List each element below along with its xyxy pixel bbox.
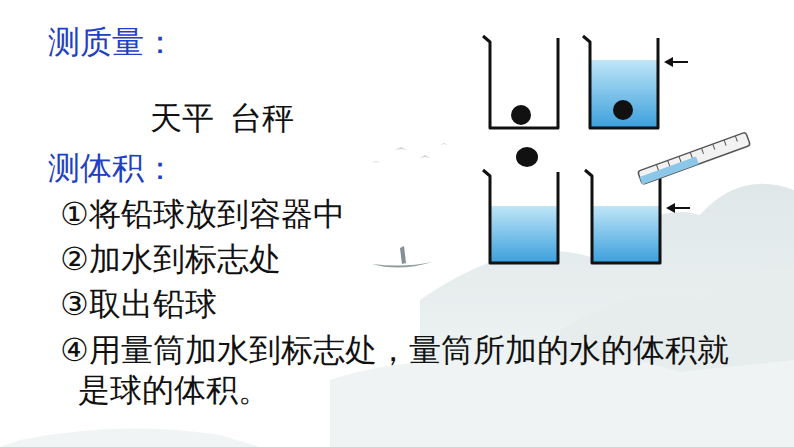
beaker-refilled (585, 170, 690, 263)
step-text: ②加水到标志处 (60, 239, 281, 279)
lead-ball (516, 147, 538, 167)
section-heading: 测质量： (48, 22, 176, 62)
step-text: ①将铅球放到容器中 (60, 194, 345, 234)
beaker-water-ball (583, 36, 688, 128)
beaker-water-lowered (483, 170, 558, 263)
boat (372, 246, 432, 268)
graduated-cylinder (638, 132, 751, 184)
landscape-background (0, 143, 794, 447)
instrument-name: 天平 (150, 98, 214, 138)
step-text: ④用量筒加水到标志处，量筒所加的水的体积就是球的体积。 (78, 330, 750, 410)
instrument-name: 台秤 (230, 98, 294, 138)
section-heading: 测体积： (48, 148, 176, 188)
beaker-empty (483, 36, 558, 128)
step-text: ③取出铅球 (60, 284, 217, 324)
